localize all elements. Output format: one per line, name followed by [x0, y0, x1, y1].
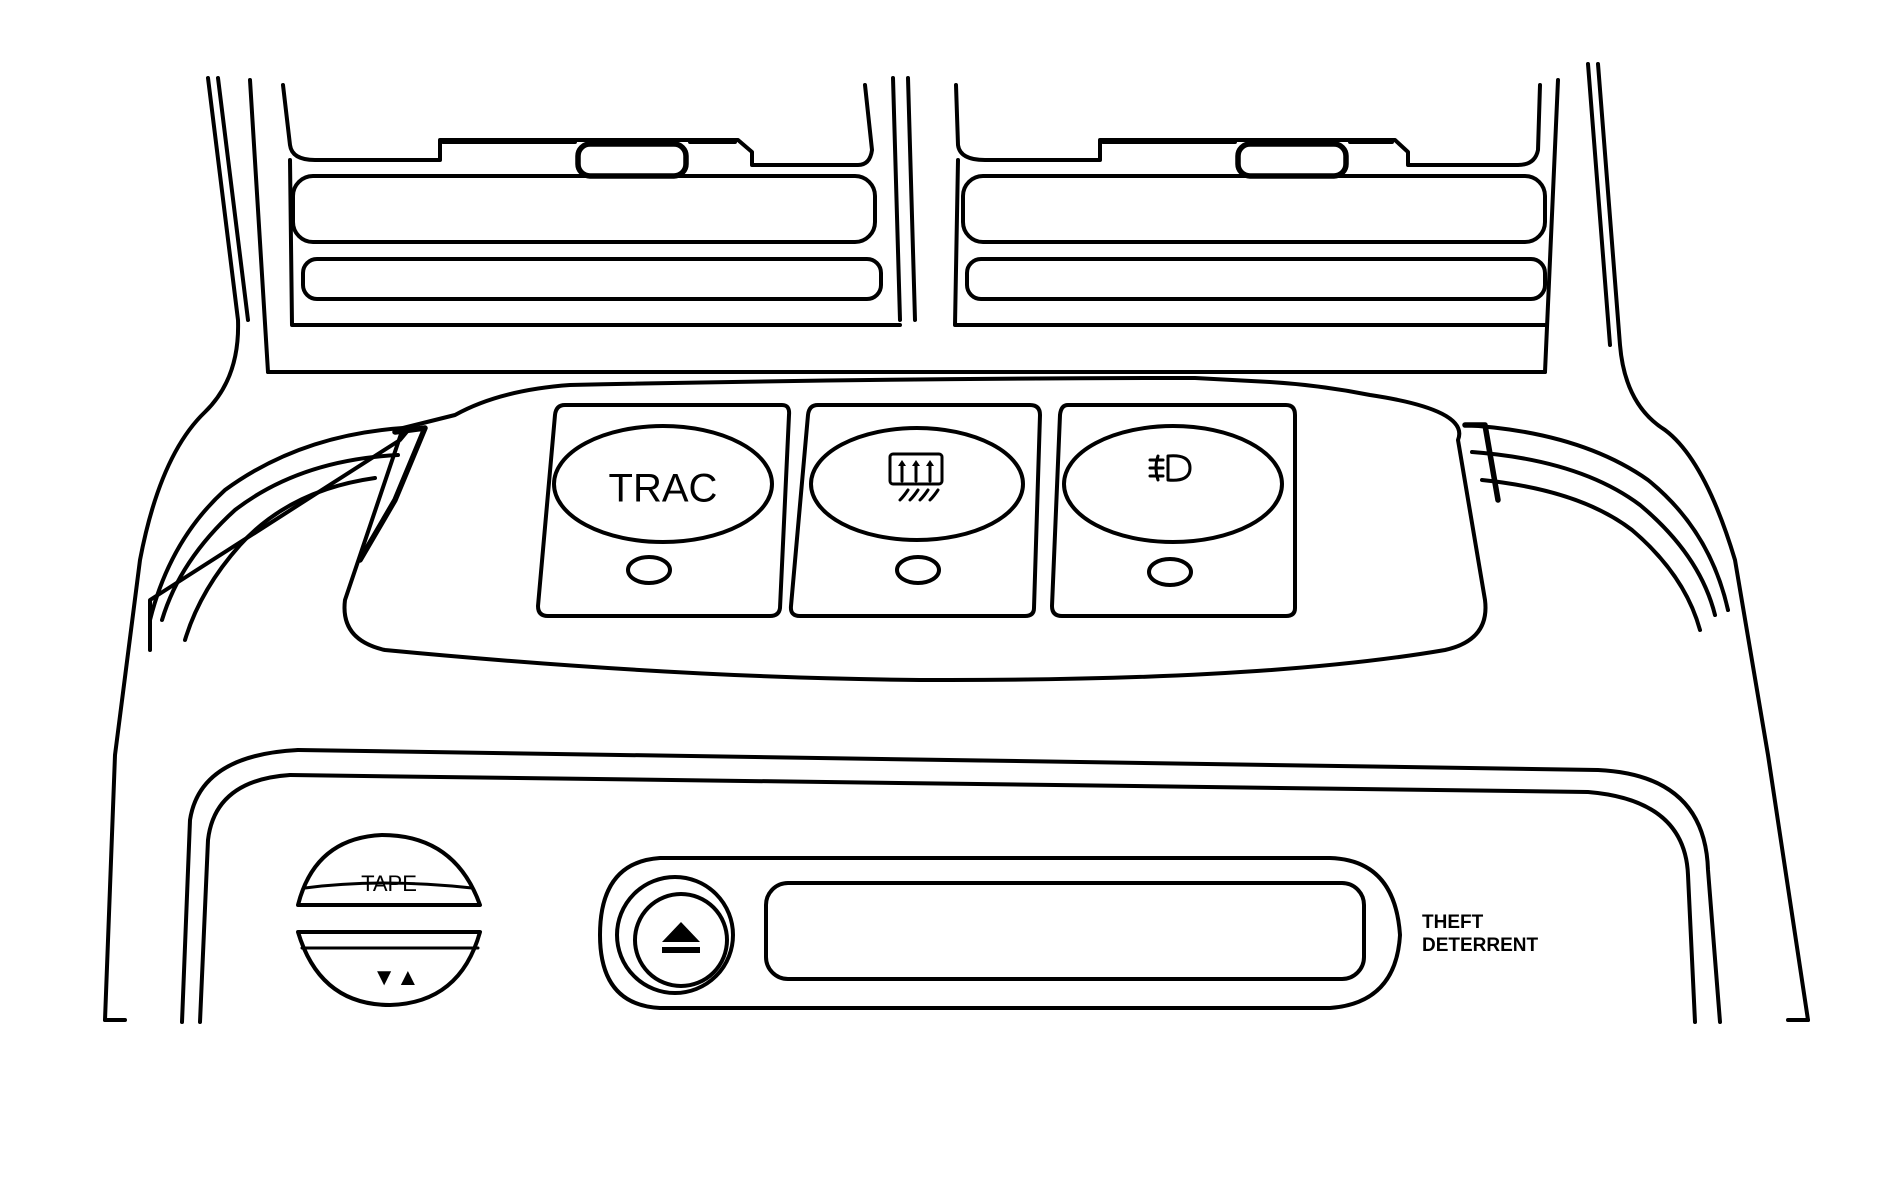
fog-lamp-button-face[interactable]	[1062, 424, 1284, 544]
trac-label: TRAC	[609, 467, 718, 511]
eject-icon	[662, 922, 700, 953]
left-air-vent	[281, 83, 902, 327]
fog-lamp-icon	[1148, 454, 1192, 482]
seek-label: ▼▲	[372, 964, 420, 991]
radio-bezel	[180, 748, 1722, 1024]
tape-deck	[598, 856, 1402, 1010]
tape-label: TAPE	[361, 871, 417, 896]
switch-panel-bezel	[148, 376, 1730, 682]
trac-button[interactable]: TRAC	[536, 403, 792, 618]
trac-indicator-lamp	[626, 555, 672, 585]
rear-defog-icon	[888, 452, 944, 502]
theft-deterrent-label: THEFT DETERRENT	[1422, 912, 1539, 956]
tape-slot[interactable]	[764, 881, 1366, 981]
theft-label-line2: DETERRENT	[1422, 935, 1539, 956]
rear-defog-button-face[interactable]	[809, 426, 1025, 542]
right-air-vent	[953, 83, 1547, 327]
rear-defog-indicator-lamp	[895, 555, 941, 585]
theft-label-line1: THEFT	[1422, 912, 1484, 933]
fog-lamp-indicator-lamp	[1147, 557, 1193, 587]
eject-button[interactable]	[615, 875, 735, 995]
rear-defog-button[interactable]	[788, 403, 1042, 618]
trac-button-face[interactable]	[552, 424, 774, 544]
seek-button[interactable]: ▼▲	[296, 930, 482, 1007]
fog-lamp-button[interactable]	[1050, 403, 1297, 618]
tape-button[interactable]: TAPE	[296, 833, 482, 907]
outer-bezel	[103, 62, 1810, 1022]
